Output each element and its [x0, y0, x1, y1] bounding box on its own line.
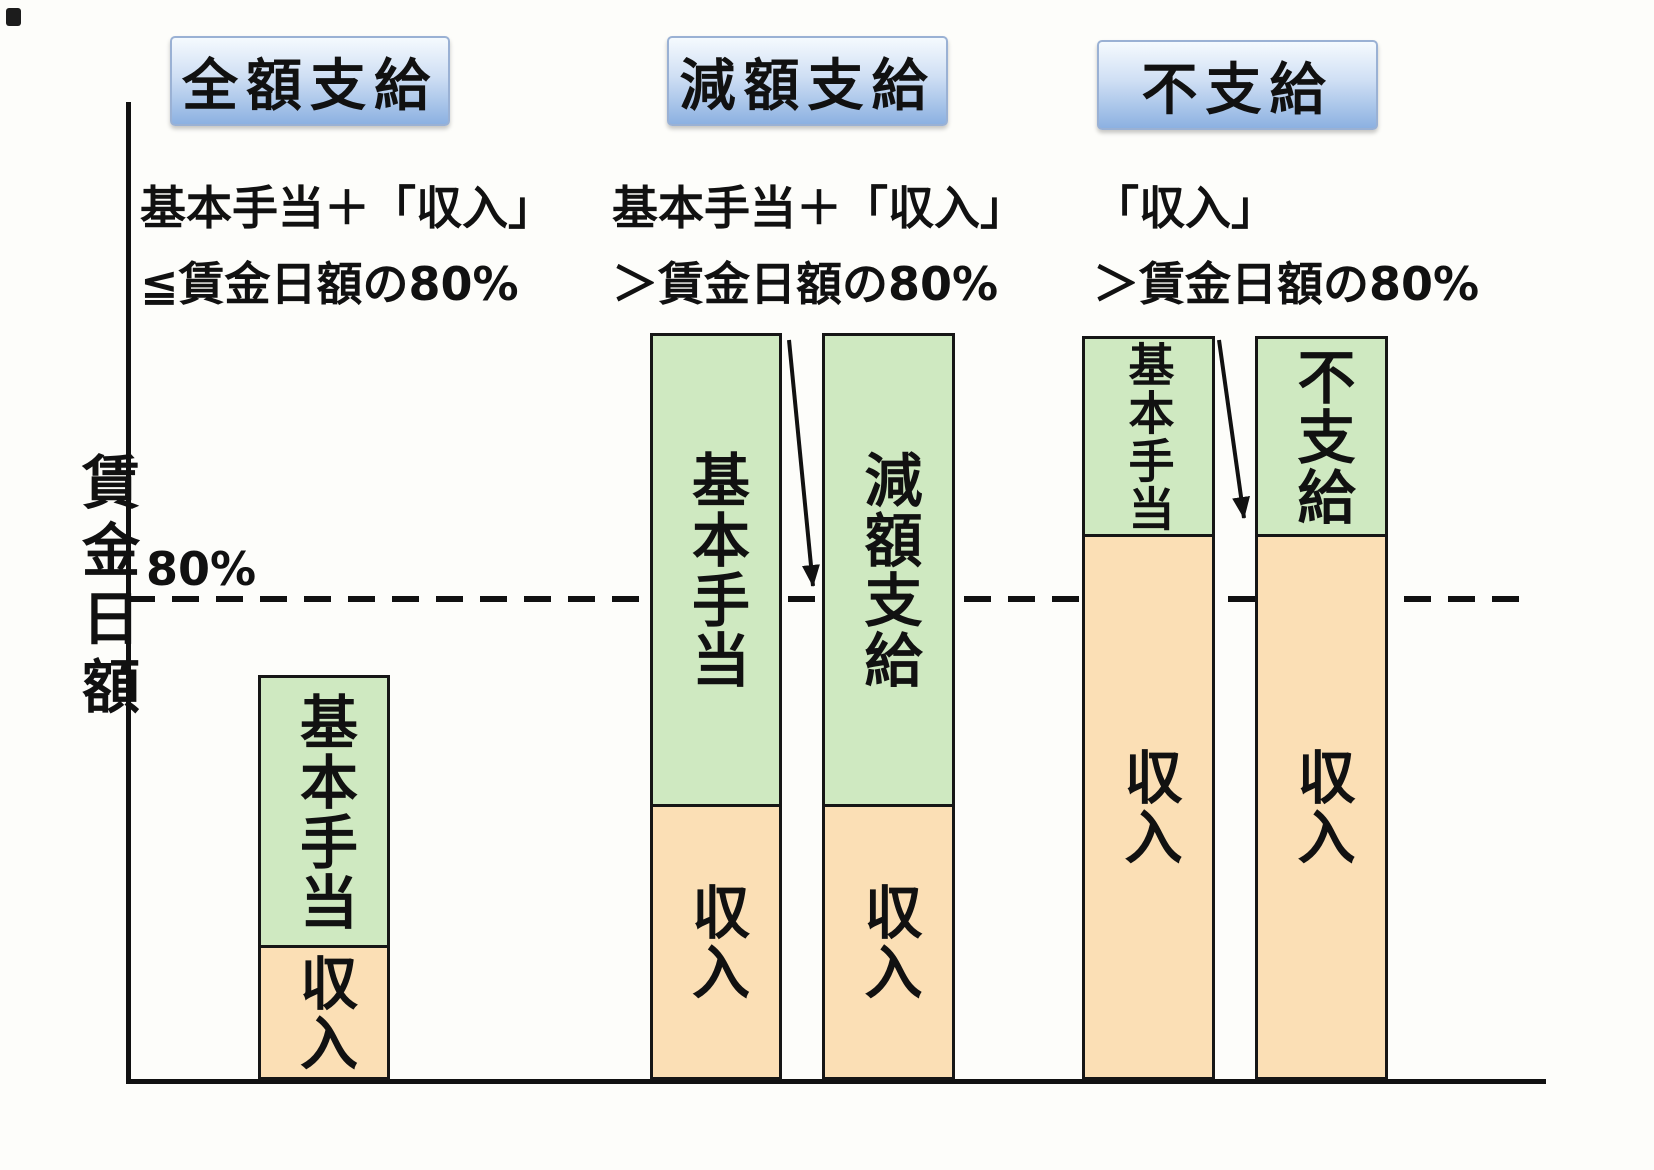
condition-no-payment: 「収入」 ＞賃金日額の80%: [1093, 170, 1479, 322]
condition-line: 基本手当＋「収入」: [612, 181, 1026, 235]
segment-benefit: 基本手当: [1082, 336, 1215, 537]
bar-reduction-before: 基本手当 収入: [650, 333, 782, 1080]
bar-full-payment: 基本手当 収入: [258, 675, 390, 1080]
bar-nopay-after: 不支給 収入: [1255, 336, 1388, 1080]
condition-line: ≦賃金日額の80%: [140, 257, 519, 311]
bar-reduction-after: 減額支給 収入: [822, 333, 955, 1080]
scan-artifact: [6, 8, 21, 26]
bar-segment-label: 基本手当: [290, 691, 358, 932]
bar-segment-label: 不支給: [1287, 346, 1356, 527]
segment-income: 収入: [822, 804, 955, 1080]
bar-segment-label: 収入: [682, 882, 750, 1002]
bar-nopay-before: 基本手当 収入: [1082, 336, 1215, 1080]
reduction-arrow-icon: [787, 339, 820, 587]
segment-benefit: 基本手当: [258, 675, 390, 948]
threshold-label: 80%: [146, 542, 257, 596]
no-payment-arrow-icon: [1217, 339, 1250, 519]
condition-line: 「収入」: [1093, 181, 1277, 235]
condition-line: ＞賃金日額の80%: [612, 257, 999, 311]
bar-segment-label: 基本手当: [682, 450, 750, 690]
bar-segment-label: 収入: [1114, 747, 1183, 867]
segment-income: 収入: [1082, 534, 1215, 1080]
bar-segment-label: 基本手当: [1121, 340, 1176, 533]
condition-reduced-payment: 基本手当＋「収入」 ＞賃金日額の80%: [612, 170, 1026, 322]
bar-segment-label: 減額支給: [854, 450, 923, 690]
condition-line: ＞賃金日額の80%: [1093, 257, 1480, 311]
y-axis-line: [126, 102, 131, 1084]
bar-segment-label: 収入: [290, 952, 358, 1073]
header-reduced-payment: 減額支給: [667, 36, 948, 126]
condition-full-payment: 基本手当＋「収入」 ≦賃金日額の80%: [140, 170, 554, 322]
segment-income: 収入: [1255, 534, 1388, 1080]
segment-benefit: 基本手当: [650, 333, 782, 807]
bar-segment-label: 収入: [1287, 747, 1356, 867]
header-no-payment: 不支給: [1097, 40, 1378, 130]
bar-segment-label: 収入: [854, 882, 923, 1002]
header-full-payment: 全額支給: [170, 36, 450, 126]
x-axis-line: [126, 1079, 1546, 1084]
segment-income: 収入: [258, 945, 390, 1080]
condition-line: 基本手当＋「収入」: [140, 181, 554, 235]
segment-no-payment: 不支給: [1255, 336, 1388, 537]
y-axis-label: 賃金日額: [72, 452, 140, 724]
segment-reduced-benefit: 減額支給: [822, 333, 955, 807]
segment-income: 収入: [650, 804, 782, 1080]
